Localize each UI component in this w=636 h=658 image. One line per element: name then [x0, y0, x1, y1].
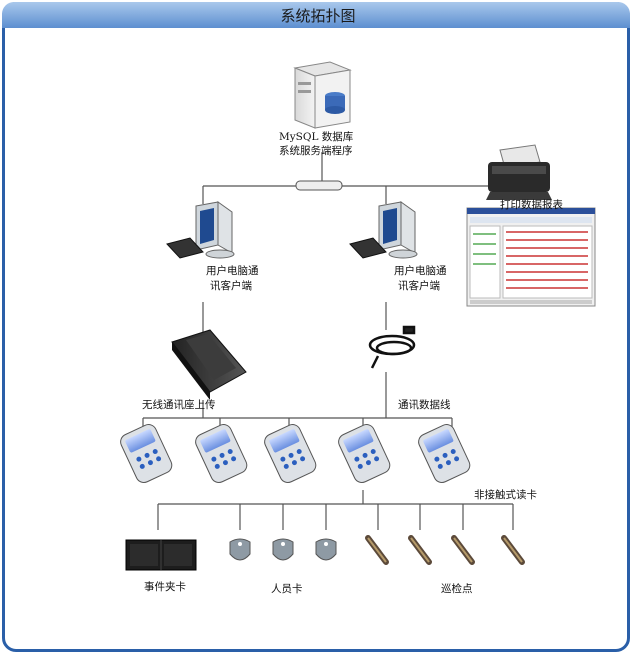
checkpoint-3-icon	[451, 535, 475, 565]
dock-label: 无线通讯座上传	[142, 399, 216, 411]
reader-4-icon	[338, 424, 391, 483]
wireless-dock-icon	[171, 329, 247, 400]
server-icon	[293, 61, 352, 129]
client-left-label-line2: 讯客户端	[210, 280, 252, 292]
staff-tag-2-icon	[272, 538, 294, 561]
reader-2-icon	[195, 424, 248, 483]
reader-3-icon	[264, 424, 317, 483]
reader-1-icon	[120, 424, 173, 483]
reader-5-icon	[418, 424, 471, 483]
checkpoint-1-icon	[365, 535, 389, 565]
client-pc-right-icon	[349, 201, 418, 259]
printer-label: 打印数据报表	[500, 199, 563, 211]
client-right-label-line2: 讯客户端	[398, 280, 440, 292]
client-right-label-line1: 用户电脑通	[394, 265, 447, 277]
server-label-line1: MySQL 数据库	[279, 131, 354, 143]
staff-tag-3-icon	[315, 538, 337, 561]
client-left-label-line1: 用户电脑通	[206, 265, 259, 277]
data-cable-icon	[368, 325, 416, 369]
title-bar	[2, 2, 630, 28]
staff-card-label: 人员卡	[271, 583, 303, 595]
checkpoint-2-icon	[408, 535, 432, 565]
reader-label: 非接触式读卡	[474, 489, 537, 501]
diagram-title: 系统拓扑图	[280, 7, 356, 25]
cable-label: 通讯数据线	[398, 399, 451, 411]
checkpoint-4-icon	[501, 535, 525, 565]
server-label-line2: 系统服务端程序	[279, 145, 353, 157]
event-card-label: 事件夹卡	[144, 581, 186, 593]
checkpoint-label: 巡检点	[441, 583, 473, 595]
staff-tag-1-icon	[229, 538, 251, 561]
report-screenshot-icon	[466, 207, 596, 307]
event-card-icon	[125, 539, 197, 571]
network-hub	[295, 180, 343, 191]
client-pc-left-icon	[166, 201, 235, 259]
printer-icon	[486, 144, 552, 200]
